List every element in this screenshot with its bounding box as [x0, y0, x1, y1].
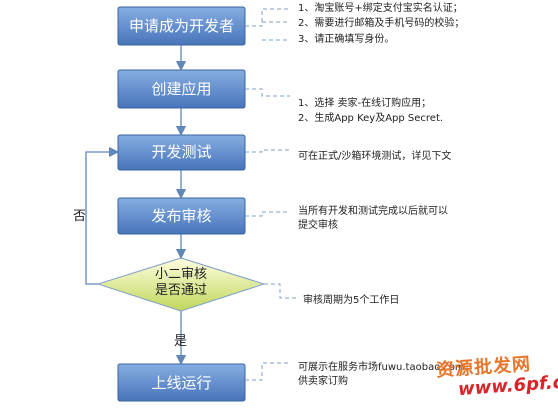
step-create-app-label: 创建应用 [151, 80, 212, 98]
note-register-line3: 3、请正确填写身份。 [298, 34, 395, 45]
note-create-app-line2: 2、生成App Key及App Secret. [298, 113, 444, 124]
step-submit-review-label: 发布审核 [151, 207, 212, 225]
edge-label-yes: 是 [174, 334, 188, 349]
callout-connector-create-app [245, 88, 290, 97]
note-submit-line1: 当所有开发和测试完成以后就可以 [298, 206, 448, 217]
note-submit-line2: 提交审核 [298, 220, 338, 231]
step-go-live-label: 上线运行 [151, 374, 212, 392]
note-register-line1: 1、淘宝账号+绑定支付宝实名认证； [298, 3, 463, 14]
edge-label-no: 否 [73, 209, 87, 224]
note-create-app-line1: 1、选择 卖家-在线订购应用； [298, 98, 432, 109]
step-dev-test-label: 开发测试 [151, 143, 212, 161]
decision-label-line2: 是否通过 [154, 283, 207, 298]
note-decision: 审核周期为5个工作日 [303, 295, 400, 306]
decision-label-line1: 小二审核 [154, 267, 207, 282]
note-register-line2: 2、需要进行邮箱及手机号码的校验； [298, 18, 465, 29]
note-go-live-line2: 供卖家订购 [298, 376, 348, 387]
arrow-reject-loop [85, 146, 120, 285]
step-register-label: 申请成为开发者 [128, 17, 234, 35]
callout-connector-go-live [245, 362, 290, 381]
callout-connector-decision [264, 283, 296, 299]
note-dev-test: 可在正式/沙箱环境测试，详见下文 [298, 151, 452, 162]
note-go-live-line1: 可展示在服务市场fuwu.taobao.com， [298, 362, 475, 373]
callout-connector-dev-test [245, 149, 290, 153]
callout-connector-submit [245, 211, 290, 217]
callout-connector-register [245, 8, 290, 27]
